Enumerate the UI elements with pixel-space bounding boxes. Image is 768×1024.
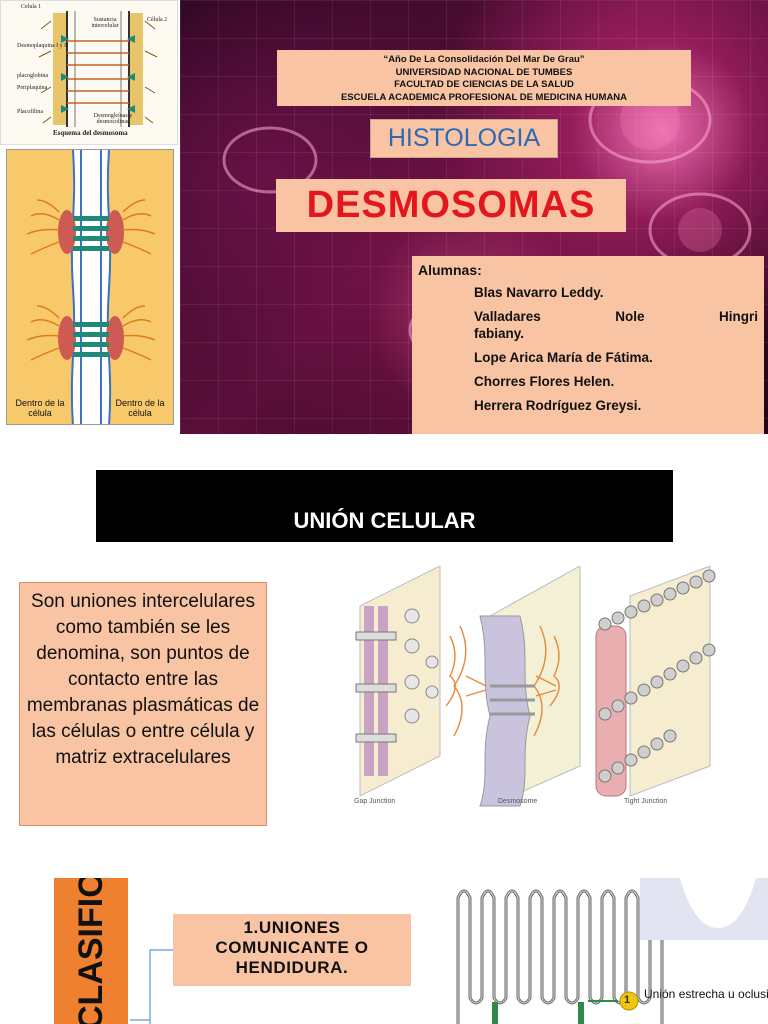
- desmosome-cell-drawing: [26, 150, 156, 424]
- student-name: Chorres Flores Helen.: [474, 374, 615, 389]
- gap-junction-label: Gap Junction: [354, 798, 396, 805]
- type1-box: 1.UNIONES COMUNICANTE O HENDIDURA.: [173, 914, 411, 986]
- header-university: UNIVERSIDAD NACIONAL DE TUMBES: [395, 66, 573, 78]
- scheme-label-plakophilin: Placofilina: [17, 109, 43, 115]
- type1-line1: 1.UNIONES: [243, 918, 341, 937]
- tree-connector: [130, 949, 174, 1024]
- tight-junction-drawing: [456, 878, 768, 1024]
- type1-line2: COMUNICANTE O: [215, 938, 369, 957]
- scheme-caption: Esquema del desmosoma: [53, 129, 128, 137]
- scheme-label-desmoplakin: Desmoplaquina I y II: [17, 43, 69, 49]
- scheme-label-intercellular: Sustancia intercelular: [91, 17, 119, 29]
- header-faculty: FACULTAD DE CIENCIAS DE LA SALUD: [394, 79, 574, 90]
- student-name: Valladares Nole Hingri: [474, 309, 758, 324]
- header-year-motto: “Año De La Consolidación Del Mar De Grau…: [383, 54, 585, 65]
- desmosome-scheme-drawing: [38, 11, 158, 127]
- tight-junction-image: 1: [440, 878, 768, 1024]
- students-heading: Alumnas:: [418, 262, 482, 278]
- junction-types-image: Gap Junction Desmosome Tight Junction: [340, 566, 760, 816]
- scheme-label-cell1: Celula 1: [21, 4, 42, 10]
- desmosome-scheme-image: Celula 1 Célula 2 Sustancia intercelular…: [0, 0, 178, 145]
- students-box: Alumnas: Blas Navarro Leddy. Valladares …: [412, 256, 764, 434]
- student-name: fabiany.: [474, 326, 525, 341]
- tight-number-badge: 1: [624, 994, 631, 1006]
- scheme-label-periplakin: Periplaquina: [17, 85, 48, 91]
- student-name: Blas Navarro Leddy.: [474, 285, 604, 300]
- student-name: Herrera Rodríguez Greysi.: [474, 398, 642, 413]
- cell-label-inside-right: Dentro de la célula: [115, 398, 165, 418]
- junction-types-drawing: [355, 566, 716, 807]
- cell-union-banner: UNIÓN CELULAR: [96, 470, 673, 542]
- scheme-label-desmogleins: Desmogleínas y desmocolinas: [93, 113, 133, 125]
- scheme-label-cell2: Célula 2: [147, 17, 168, 23]
- cell-label-inside-left: Dentro de la célula: [15, 398, 65, 418]
- topic-title: DESMOSOMAS: [276, 179, 626, 232]
- desmosome-cell-image: Dentro de la célula Dentro de la célula: [6, 149, 174, 425]
- institution-header: “Año De La Consolidación Del Mar De Grau…: [277, 50, 691, 106]
- desmosome-label: Desmosome: [498, 798, 538, 805]
- definition-text: Son uniones intercelulares como también …: [19, 582, 267, 826]
- scheme-label-plakoglobin: placoglobina: [17, 73, 48, 79]
- header-school: ESCUELA ACADEMICA PROFESIONAL DE MEDICIN…: [340, 91, 628, 103]
- classification-tab: CLASIFICACION: [54, 878, 128, 1024]
- type1-line3: HENDIDURA.: [235, 958, 349, 977]
- student-name: Lope Arica María de Fátima.: [474, 350, 653, 365]
- tight-junction-caption: Unión estrecha u oclusiva: [644, 987, 768, 1001]
- classification-word: CLASIFICACION: [72, 878, 110, 1024]
- tight-junction-label: Tight Junction: [624, 798, 668, 805]
- subject-title: HISTOLOGIA: [370, 119, 558, 158]
